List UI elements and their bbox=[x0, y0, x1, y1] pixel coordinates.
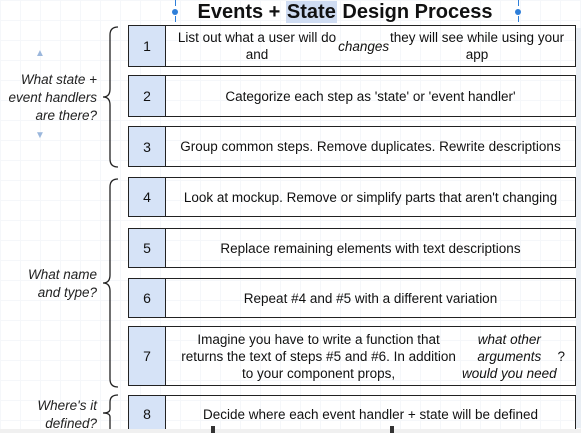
scroll-marker[interactable] bbox=[211, 426, 215, 433]
scroll-marker[interactable] bbox=[390, 426, 394, 433]
label-line: and type? bbox=[37, 285, 97, 300]
step-row-6[interactable]: 6 Repeat #4 and #5 with a different vari… bbox=[128, 278, 576, 318]
selection-guide-left bbox=[175, 0, 176, 6]
step-number: 1 bbox=[128, 25, 166, 67]
label-line: are there? bbox=[35, 108, 97, 123]
step-row-1[interactable]: 1 List out what a user will do and chang… bbox=[128, 25, 576, 67]
diagram-title[interactable]: Events + State Design Process bbox=[170, 0, 520, 24]
step-text: Group common steps. Remove duplicates. R… bbox=[166, 126, 576, 167]
selection-guide-right bbox=[518, 0, 519, 6]
selection-handle-left[interactable] bbox=[172, 9, 178, 15]
anchor-arrow-icon: ▲ bbox=[35, 48, 45, 59]
title-prefix: Events + bbox=[197, 1, 286, 23]
step-row-4[interactable]: 4 Look at mockup. Remove or simplify par… bbox=[128, 177, 576, 217]
label-line: Where's it bbox=[37, 398, 97, 413]
step-text: Replace remaining elements with text des… bbox=[166, 228, 576, 268]
curly-brace-group-2 bbox=[102, 178, 119, 388]
label-line: event handlers bbox=[8, 90, 97, 105]
step-number: 7 bbox=[128, 326, 166, 386]
selection-guide-left-lower bbox=[175, 16, 176, 22]
curly-brace-group-3 bbox=[102, 394, 119, 433]
step-number: 8 bbox=[128, 395, 166, 433]
step-text: Decide where each event handler + state … bbox=[166, 395, 576, 433]
step-row-3[interactable]: 3 Group common steps. Remove duplicates.… bbox=[128, 126, 576, 167]
group-label-state-handlers: What state + event handlers are there? bbox=[0, 71, 97, 125]
step-number: 6 bbox=[128, 278, 166, 318]
step-text: Repeat #4 and #5 with a different variat… bbox=[166, 278, 576, 318]
label-line: What name bbox=[27, 267, 97, 282]
step-row-8[interactable]: 8 Decide where each event handler + stat… bbox=[128, 395, 576, 433]
step-text: Imagine you have to write a function tha… bbox=[166, 326, 576, 386]
title-suffix: Design Process bbox=[336, 1, 493, 23]
group-label-name-type: What name and type? bbox=[0, 266, 97, 302]
label-line: defined? bbox=[45, 416, 97, 431]
step-text: Look at mockup. Remove or simplify parts… bbox=[166, 177, 576, 217]
step-row-2[interactable]: 2 Categorize each step as 'state' or 'ev… bbox=[128, 75, 576, 117]
step-text: Categorize each step as 'state' or 'even… bbox=[166, 75, 576, 117]
step-number: 4 bbox=[128, 177, 166, 217]
step-row-5[interactable]: 5 Replace remaining elements with text d… bbox=[128, 228, 576, 268]
canvas-bottom-bar bbox=[0, 429, 581, 433]
step-number: 2 bbox=[128, 75, 166, 117]
curly-brace-group-1 bbox=[102, 26, 119, 168]
step-number: 5 bbox=[128, 228, 166, 268]
selection-guide-right-lower bbox=[518, 16, 519, 22]
step-number: 3 bbox=[128, 126, 166, 167]
group-label-where-defined: Where's it defined? bbox=[0, 397, 97, 433]
title-highlighted-word: State bbox=[285, 1, 337, 23]
canvas-edge bbox=[576, 28, 581, 428]
step-row-7[interactable]: 7 Imagine you have to write a function t… bbox=[128, 326, 576, 386]
anchor-arrow-icon: ▼ bbox=[35, 130, 45, 141]
selection-handle-right[interactable] bbox=[515, 9, 521, 15]
step-text: List out what a user will do and changes… bbox=[166, 25, 576, 67]
label-line: What state + bbox=[20, 72, 97, 87]
